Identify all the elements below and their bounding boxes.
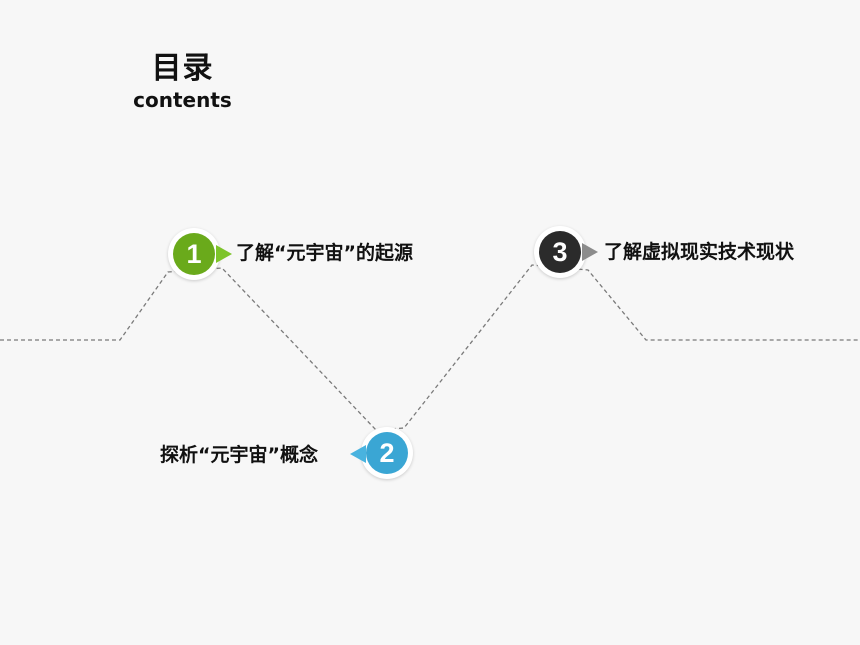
title-block: 目录 contents [120, 50, 245, 112]
page-title: 目录 [151, 51, 214, 86]
item-2-badge[interactable]: 2 [361, 427, 413, 479]
item-1-number: 1 [173, 233, 215, 275]
page-subtitle: contents [133, 88, 232, 112]
item-3-number: 3 [539, 231, 581, 273]
item-3-pointer-icon [582, 243, 598, 261]
item-2-pointer-icon [350, 445, 366, 463]
item-2-label[interactable]: 探析“元宇宙”概念 [160, 444, 318, 466]
item-1-label[interactable]: 了解“元宇宙”的起源 [236, 242, 413, 264]
item-1-badge[interactable]: 1 [168, 228, 220, 280]
connector-path [0, 264, 860, 431]
item-3-badge[interactable]: 3 [534, 226, 586, 278]
item-3-label[interactable]: 了解虚拟现实技术现状 [604, 241, 795, 263]
item-1-pointer-icon [216, 245, 232, 263]
item-2-number: 2 [366, 432, 408, 474]
